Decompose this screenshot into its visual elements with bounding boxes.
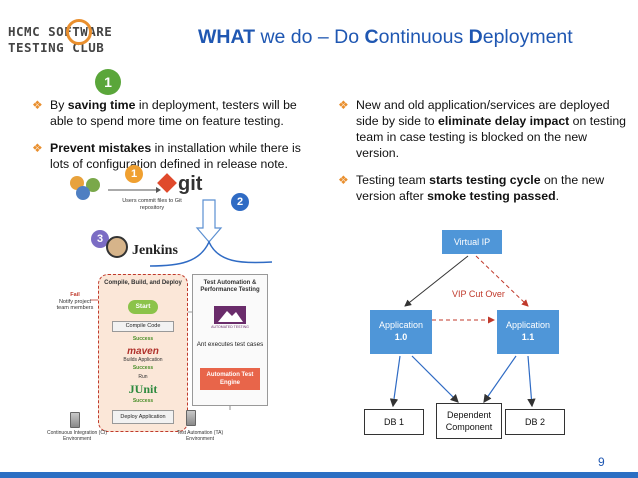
git-to-jenkins-arrow	[195, 199, 223, 243]
step-badge-1: 1	[125, 165, 143, 183]
db1-box: DB 1	[364, 409, 424, 435]
logo-ring-icon	[66, 19, 92, 45]
vip-cut-over-label: VIP Cut Over	[452, 289, 505, 299]
dependent-component-box: Dependent Component	[436, 403, 502, 439]
commit-arrowhead	[156, 187, 161, 193]
automation-mountain-icon	[214, 306, 246, 324]
app2-to-dependent-line	[483, 355, 517, 403]
application-1-1-node: Application 1.1	[497, 310, 559, 354]
bullet-testing-cycle: ❖ Testing team starts testing cycle on t…	[338, 173, 605, 203]
users-icon	[68, 176, 106, 202]
bullet-side-by-side: ❖ New and old application/services are d…	[338, 98, 627, 160]
automation-engine-box: Automation Test Engine	[200, 368, 260, 390]
page-number: 9	[598, 455, 605, 469]
deploy-stage: Deploy Application	[112, 410, 174, 424]
virtual-ip-node: Virtual IP	[442, 230, 502, 254]
jenkins-butler-icon	[106, 236, 128, 258]
mountain-icon	[218, 311, 243, 322]
run-label: Run	[138, 374, 148, 380]
git-label: git	[178, 173, 203, 195]
app2-to-db2-line	[527, 355, 536, 408]
vip-to-app2-dashed	[475, 255, 529, 307]
app1-to-dependent-line	[411, 355, 459, 403]
vip-to-app1-line	[404, 255, 469, 307]
bullet-prevent-mistakes: ❖ Prevent mistakes in installation while…	[32, 141, 301, 171]
success-label-1: Success	[132, 336, 154, 342]
ta-env-label: Test Automation (TA) Environment	[176, 430, 224, 442]
diamond-bullet-icon: ❖	[338, 173, 349, 187]
diamond-bullet-icon: ❖	[338, 98, 349, 112]
club-logo: HCMC SOFTWARE TESTING CLUB	[8, 19, 126, 70]
success-label-2: Success	[132, 365, 154, 371]
ta-server-icon	[186, 410, 196, 426]
jenkins-poll-curve	[149, 240, 273, 267]
section-number-badge: 1	[95, 69, 121, 95]
bullet-saving-time: ❖ By saving time in deployment, testers …	[32, 98, 297, 128]
ci-pipeline-box	[98, 274, 188, 432]
application-1-0-node: Application 1.0	[370, 310, 432, 354]
step-badge-3: 3	[91, 230, 109, 248]
slide-title: WHAT we do – Do Continuous Deployment	[198, 26, 573, 48]
db2-box: DB 2	[505, 409, 565, 435]
diamond-bullet-icon: ❖	[32, 141, 43, 155]
diamond-bullet-icon: ❖	[32, 98, 43, 112]
ant-caption: Ant executes test cases	[196, 341, 264, 348]
maven-logo: maven	[127, 346, 159, 357]
left-bullet-list: ❖ By saving time in deployment, testers …	[30, 97, 320, 183]
step-badge-2: 2	[231, 193, 249, 211]
maven-caption: Builds Application	[123, 357, 163, 363]
ci-server-icon	[70, 412, 80, 428]
ci-env-label: Continuous Integration (CI) Environment	[46, 430, 108, 442]
ta-header: Test Automation & Performance Testing	[200, 280, 260, 293]
compile-code-stage: Compile Code	[112, 321, 174, 332]
start-node: Start	[128, 300, 158, 314]
automated-testing-logo-text: AUTOMATED TESTING	[211, 325, 249, 329]
commit-caption: Users commit files to Git repository	[122, 198, 182, 211]
compile-header: Compile, Build, and Deploy	[104, 280, 182, 286]
bottom-accent-bar	[0, 472, 638, 478]
success-label-3: Success	[132, 398, 154, 404]
junit-logo: JUnit	[128, 382, 158, 396]
right-bullet-list: ❖ New and old application/services are d…	[336, 97, 626, 215]
jenkins-label: Jenkins	[132, 243, 178, 258]
app1-to-db1-line	[389, 355, 401, 408]
